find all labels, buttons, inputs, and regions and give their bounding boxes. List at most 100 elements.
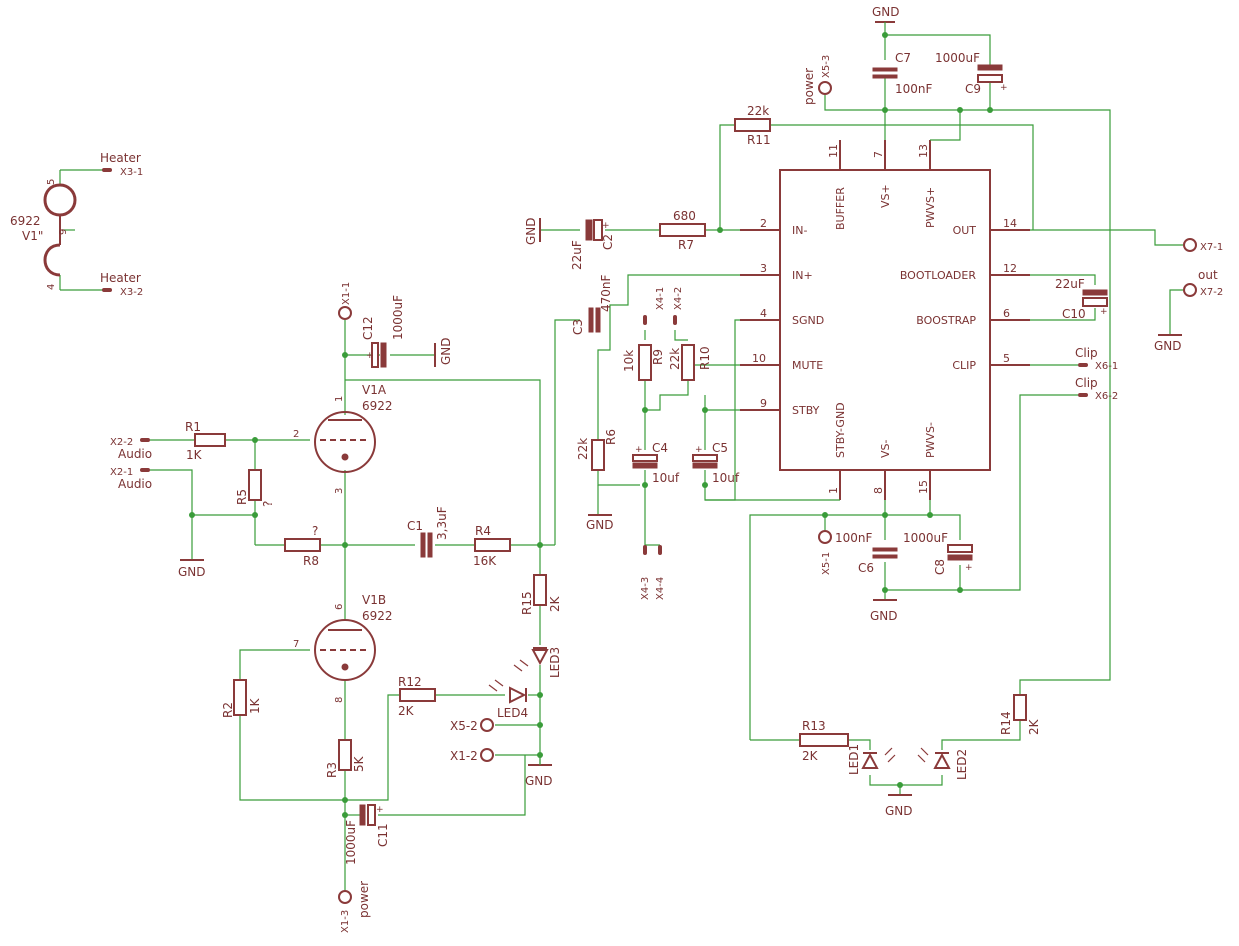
ic-pin-name: STBY: [792, 404, 820, 417]
power-label: power: [357, 881, 371, 918]
r13-value: 2K: [802, 749, 819, 763]
r3-value: 5K: [352, 755, 366, 772]
svg-text:+: +: [965, 563, 973, 573]
resistor-r8: [284, 538, 321, 552]
c11-value: 1000uF: [344, 820, 358, 865]
svg-text:+: +: [602, 221, 610, 231]
v1b-label: V1B: [362, 593, 386, 607]
ic-pin-name: PWVS-: [924, 422, 937, 458]
out-label: out: [1198, 268, 1218, 282]
c2-label: C2: [601, 234, 615, 250]
ic-pin-num: 3: [760, 262, 767, 275]
ic-pin-name: VS+: [879, 184, 892, 208]
r6-label: R6: [604, 429, 618, 445]
ic-pin-num: 12: [1003, 262, 1017, 275]
svg-text:+: +: [366, 351, 374, 361]
c11-label: C11: [376, 823, 390, 847]
led2-label: LED2: [955, 749, 969, 780]
led1-label: LED1: [847, 744, 861, 775]
ic-pin-name: OUT: [953, 224, 977, 237]
resistors: [194, 118, 1027, 771]
svg-text:+: +: [1100, 307, 1108, 317]
r3-label: R3: [325, 762, 339, 778]
resistor-r1: [194, 433, 226, 447]
r8-label: R8: [303, 554, 319, 568]
ic-pin-num: 9: [760, 397, 767, 410]
ic-pin-num: 6: [1003, 307, 1010, 320]
c7-value: 100nF: [895, 82, 933, 96]
c6-label: C6: [858, 561, 874, 575]
resistor-r6: [591, 439, 605, 471]
ic-pin-num: 10: [752, 352, 766, 365]
connector-x4-4: X4-4: [655, 577, 666, 600]
pin-2: 2: [293, 429, 299, 440]
pin-8: 8: [334, 697, 345, 703]
junctions: [189, 32, 993, 818]
r6-value: 22k: [576, 438, 590, 460]
pin-6: 6: [334, 604, 345, 610]
r4-label: R4: [475, 524, 491, 538]
r12-label: R12: [398, 675, 422, 689]
connector-x5-3: X5-3: [821, 55, 832, 78]
resistor-r10: [681, 344, 695, 381]
r1-value: 1K: [186, 448, 203, 462]
gnd-label: GND: [870, 609, 898, 623]
c6-value: 100nF: [835, 531, 873, 545]
ic-pin-name: IN-: [792, 224, 807, 237]
led3-label: LED3: [548, 647, 562, 678]
r13-label: R13: [802, 719, 826, 733]
c9-label: C9: [965, 82, 981, 96]
r15-value: 2K: [548, 595, 562, 612]
c8-value: 1000uF: [903, 531, 948, 545]
resistor-r3: [338, 739, 352, 771]
c9-value: 1000uF: [935, 51, 980, 65]
leds: [488, 647, 951, 769]
connector-x3-1: X3-1: [120, 167, 143, 178]
ic-pin-num: 7: [872, 151, 885, 158]
connector-x2-1: X2-1: [110, 467, 133, 478]
led2-symbol: [933, 752, 951, 769]
pin-1: 1: [334, 396, 345, 402]
gnd-label: GND: [439, 337, 453, 365]
c2-value: 22uF: [570, 240, 584, 270]
tube-type-label: 6922: [10, 214, 41, 228]
r8-value: ?: [312, 524, 318, 538]
ic-pin-name: VS-: [879, 439, 892, 458]
r9-value: 10k: [622, 350, 636, 372]
ic-pin-name: SGND: [792, 314, 824, 327]
ic-pin-name: PWVS+: [924, 187, 937, 228]
pin-7: 7: [293, 639, 299, 650]
clip-label: Clip: [1075, 346, 1098, 360]
connector-x5-1: X5-1: [821, 552, 832, 575]
r14-value: 2K: [1027, 718, 1041, 735]
capacitors: + + + + + + + +: [359, 64, 1108, 826]
ic-pin-num: 1: [827, 487, 840, 494]
r1-label: R1: [185, 420, 201, 434]
audio-label: Audio: [118, 477, 152, 491]
ic-pin-name: BOOTLOADER: [900, 269, 977, 282]
svg-text:+: +: [695, 445, 703, 455]
svg-text:+: +: [635, 445, 643, 455]
svg-text:+: +: [1000, 83, 1008, 93]
resistor-r9: [638, 344, 652, 381]
c12-label: C12: [361, 316, 375, 340]
connector-x6-2: X6-2: [1095, 391, 1118, 402]
r10-label: R10: [698, 346, 712, 370]
connector-pads: [102, 81, 1197, 904]
v1a-type: 6922: [362, 399, 393, 413]
ic-pin-name: IN+: [792, 269, 813, 282]
audio-label: Audio: [118, 447, 152, 461]
ic-pin-name: STBY-GND: [834, 402, 847, 458]
connector-x1-1: X1-1: [341, 282, 352, 305]
c4-label: C4: [652, 441, 668, 455]
r11-label: R11: [747, 133, 771, 147]
v1b-type: 6922: [362, 609, 393, 623]
r10-value: 22k: [668, 348, 682, 370]
ic-pin-num: 13: [917, 144, 930, 158]
c8-label: C8: [933, 559, 947, 575]
led4-symbol: [509, 686, 527, 704]
r12-value: 2K: [398, 704, 415, 718]
pin-9: 9: [58, 229, 69, 235]
c7-label: C7: [895, 51, 911, 65]
gnd-label: GND: [1154, 339, 1182, 353]
